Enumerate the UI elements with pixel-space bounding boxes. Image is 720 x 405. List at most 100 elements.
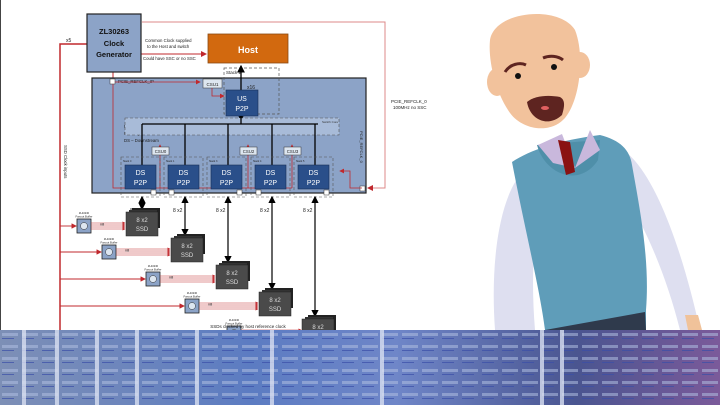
clock-gen-label-1: ZL30263 (99, 27, 129, 36)
ds-stack-label: Stack 1 (166, 160, 175, 163)
ssd-label-2: SSD (181, 253, 194, 259)
ds-stack-outline (163, 156, 204, 198)
ds-link-label: 8 x2 (260, 208, 270, 214)
ds-stack-label: Stack 5 (296, 160, 305, 163)
switch-core-label: Switch Core (322, 120, 339, 124)
server-rack-banner (0, 330, 720, 405)
buffer-part: ZL40230 (148, 264, 159, 268)
right-eye (551, 64, 557, 70)
clock-gen-label-3: Generator (96, 50, 132, 59)
ssd-clock-inputs-label: SSD Clock inputs (63, 145, 68, 178)
buffer-output-count: x8 (169, 275, 174, 280)
clock-icon (149, 275, 157, 283)
rack-post (55, 330, 59, 405)
slide-border (0, 0, 1, 330)
refclk-ip-label: PCIE_REFCLK_IP (118, 79, 154, 84)
ds-p2p-label-2: P2P (177, 180, 191, 187)
ds-refclk-pin (255, 189, 262, 196)
buffer-part: ZL40230 (79, 211, 90, 215)
refclk0-line (142, 21, 386, 191)
ssd (258, 291, 292, 317)
shirt-collar-right (575, 130, 600, 168)
buffer-part: ZL40230 (187, 291, 198, 295)
ssc-host-label: Could have SSC or no SSC (143, 56, 196, 61)
clock-icon (231, 329, 237, 330)
ds-stack-outline (250, 156, 291, 198)
ds-p2p (254, 164, 287, 190)
buffer-name: Fanout Buffer (76, 215, 93, 219)
sweater-vest (512, 135, 647, 330)
rack-post (22, 330, 26, 405)
ds-p2p-label-1: DS (309, 170, 319, 177)
host-label: Host (238, 45, 258, 55)
refclk0-label-2: 100MHz no SSC (393, 105, 427, 110)
character-head (487, 13, 590, 129)
refclk0-label-1: PCIE_REFCLK_0 (391, 99, 427, 104)
ds-stack-outline (293, 156, 334, 198)
ds-stack-label: Stack 0 (123, 160, 132, 163)
csu0-label: CSU0 (155, 149, 167, 154)
refclk-ip-pin (109, 78, 116, 85)
switch-core (124, 117, 340, 136)
ds-p2p-label-1: DS (136, 170, 146, 177)
ssd (170, 237, 204, 263)
buffer-name: Fanout Buffer (145, 268, 162, 272)
ssd-label-1: 8 x2 (226, 271, 238, 277)
buffer-output-count: x8 (100, 222, 105, 227)
ds-p2p-label-2: P2P (220, 180, 234, 187)
ds-link-label: 8 x2 (303, 208, 313, 214)
us-p2p-label-1: US (237, 96, 247, 103)
stack2-label: Stack 2 (226, 70, 242, 75)
common-clock-label-2: to the Host and switch (147, 44, 190, 49)
common-clock-label-1: Common Clock supplied (145, 38, 192, 43)
buffer-output-count: x8 (208, 302, 213, 307)
csu2 (239, 146, 258, 156)
stack2-outline (223, 67, 280, 115)
footer-caption: SSDs clocked by host reference clock (210, 324, 286, 329)
rack-post (195, 330, 199, 405)
left-eye (515, 73, 521, 79)
ssd-label-1: 8 x2 (136, 218, 148, 224)
csu0 (151, 146, 170, 156)
buffer-output-count: x8 (250, 329, 255, 331)
clock-tree-diagram: ZL30263 Clock Generator Common Clock sup… (59, 13, 427, 331)
presenter-character (487, 13, 702, 330)
rack-post (95, 330, 99, 405)
buffer-output-count: x8 (125, 248, 130, 253)
x5-label: x5 (66, 38, 72, 44)
ssd-clock-bus (59, 43, 87, 330)
buffer-part: ZL40230 (104, 237, 115, 241)
csu1 (202, 78, 223, 89)
clock-gen-label-2: Clock (104, 39, 125, 48)
ds-p2p-label-2: P2P (134, 180, 148, 187)
ds-link-label: 8 x2 (173, 208, 183, 214)
buffer-name: Fanout Buffer (226, 322, 243, 326)
ds-p2p-label-1: DS (179, 170, 189, 177)
ds-p2p-label-2: P2P (307, 180, 321, 187)
refclk0-pin (359, 185, 366, 192)
buffer-name: Fanout Buffer (101, 241, 118, 245)
x16-label: x16 (247, 85, 255, 91)
ssd-label-1: 8 x2 (181, 244, 193, 250)
us-p2p-label-2: P2P (235, 106, 249, 113)
ds-stack-label: Stack 3 (209, 160, 218, 163)
csu1-label: CSU1 (206, 82, 219, 87)
ssd (125, 211, 159, 237)
ds-p2p-label-2: P2P (264, 180, 278, 187)
buffer-name: Fanout Buffer (184, 295, 201, 299)
ds-refclk-pin (236, 189, 243, 196)
host-box: Host (207, 33, 289, 64)
rack-post (540, 330, 544, 405)
ds-refclk-pin (168, 189, 175, 196)
ds-link-label: 8 x2 (216, 208, 226, 214)
ssd (215, 264, 249, 290)
necktie (558, 140, 575, 175)
ds-p2p (124, 164, 157, 190)
rack-post (560, 330, 564, 405)
ssd-label-2: SSD (269, 307, 282, 313)
ssd-label-1: 8 x2 (312, 325, 324, 330)
ssd-label-1: 8 x2 (269, 298, 281, 304)
clock-icon (105, 248, 113, 256)
ssd (301, 318, 335, 330)
rack-post (135, 330, 139, 405)
